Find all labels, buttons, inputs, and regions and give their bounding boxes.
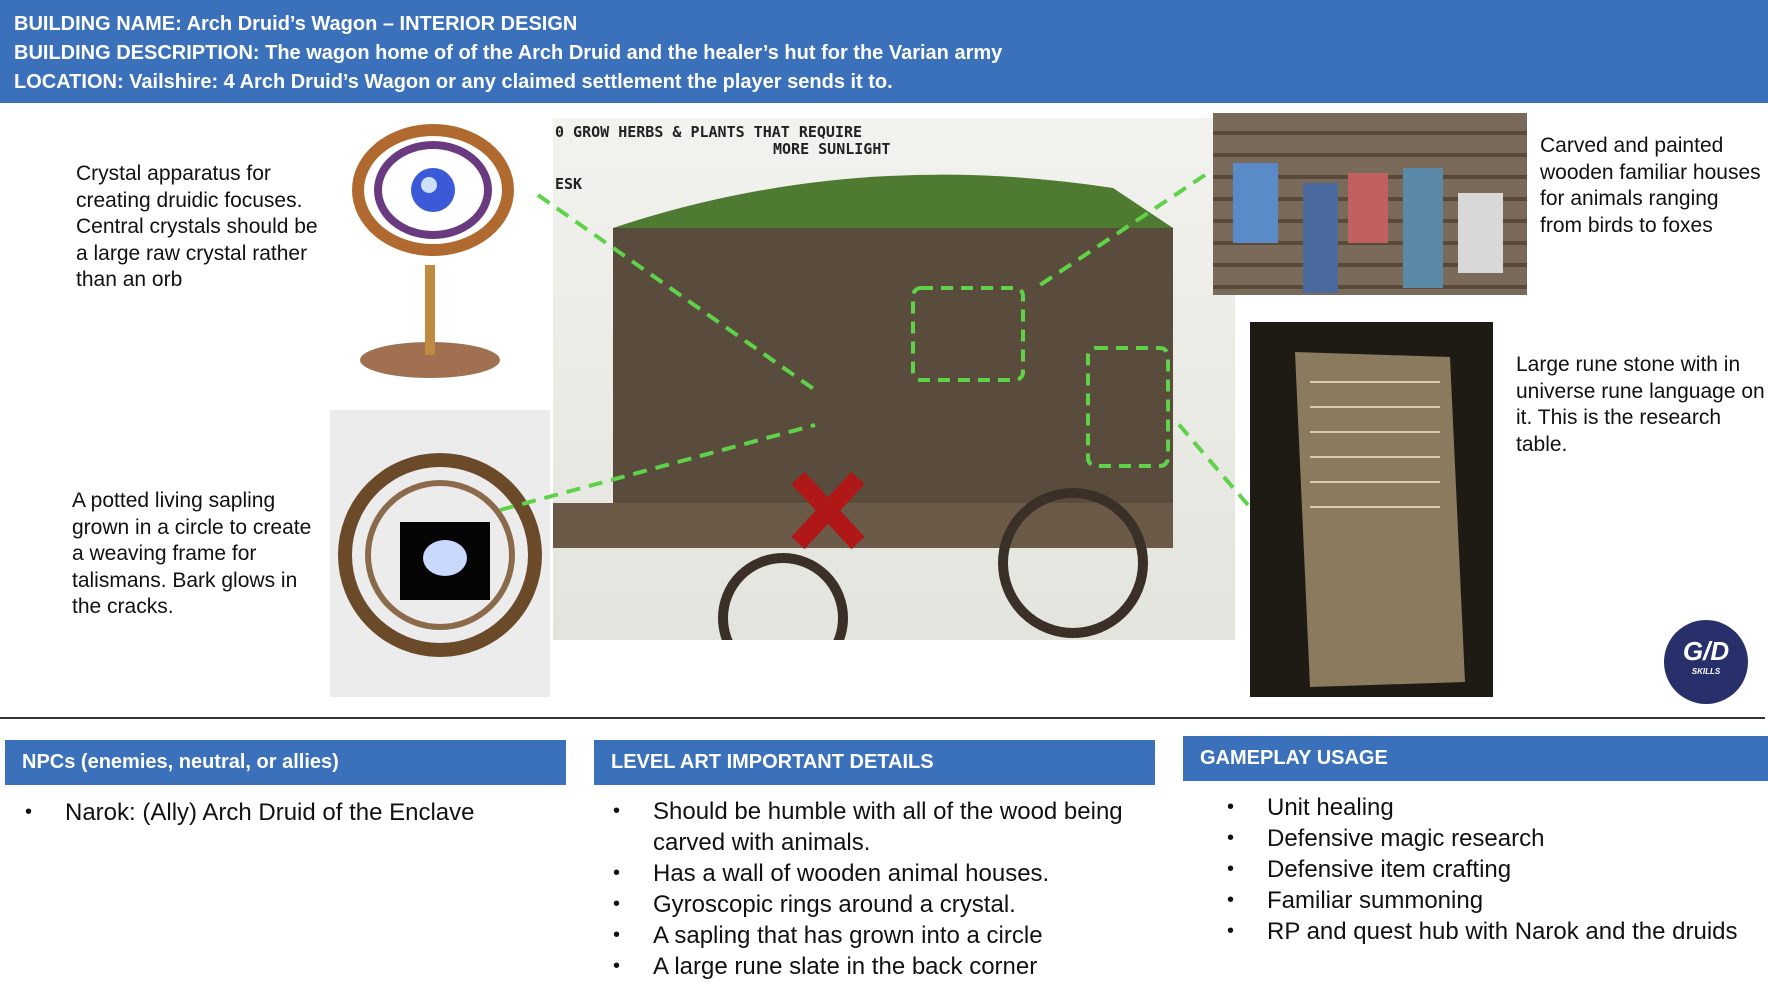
list-item: Should be humble with all of the wood be…: [613, 796, 1133, 858]
gd-skills-logo: G/D SKILLS: [1664, 620, 1748, 704]
npcs-list: Narok: (Ally) Arch Druid of the Enclave: [25, 797, 565, 828]
wagon-concept-sketch: 0 GROW HERBS & PLANTS THAT REQUIRE MORE …: [553, 118, 1235, 640]
crystal-description: Crystal apparatus for creating druidic f…: [76, 162, 318, 291]
list-item: Gyroscopic rings around a crystal.: [613, 889, 1133, 920]
npcs-section-header: NPCs (enemies, neutral, or allies): [5, 740, 566, 785]
list-item: Unit healing: [1227, 792, 1747, 823]
sketch-note-line2: MORE SUNLIGHT: [773, 140, 891, 158]
gameplay-list: Unit healing Defensive magic research De…: [1227, 792, 1747, 947]
list-item: Familiar summoning: [1227, 885, 1747, 916]
level-art-list: Should be humble with all of the wood be…: [613, 796, 1133, 982]
building-description: BUILDING DESCRIPTION: The wagon home of …: [14, 42, 1003, 64]
sapling-weaving-frame-image: [330, 410, 550, 697]
location: LOCATION: Vailshire: 4 Arch Druid’s Wago…: [14, 71, 893, 93]
building-name: BUILDING NAME: Arch Druid’s Wagon – INTE…: [14, 13, 578, 35]
sketch-label-desk: ESK: [555, 175, 583, 193]
sketch-note-line1: 0 GROW HERBS & PLANTS THAT REQUIRE: [555, 123, 863, 141]
gameplay-section-header: GAMEPLAY USAGE: [1183, 736, 1768, 781]
list-item: Has a wall of wooden animal houses.: [613, 858, 1133, 889]
list-item: RP and quest hub with Narok and the drui…: [1227, 916, 1747, 947]
armillary-crystal-image: [345, 115, 525, 390]
list-item: A large rune slate in the back corner: [613, 951, 1133, 982]
list-item: Defensive item crafting: [1227, 854, 1747, 885]
list-item: Narok: (Ally) Arch Druid of the Enclave: [25, 797, 565, 828]
divider: [0, 717, 1765, 719]
header-banner: BUILDING NAME: Arch Druid’s Wagon – INTE…: [0, 0, 1768, 103]
birdhouses-description: Carved and painted wooden familiar house…: [1540, 134, 1761, 237]
sapling-description: A potted living sapling grown in a circl…: [72, 489, 312, 618]
list-item: A sapling that has grown into a circle: [613, 920, 1133, 951]
rune-stone-description: Large rune stone with in universe rune l…: [1516, 353, 1765, 456]
rune-stone-image: [1250, 322, 1493, 697]
level-art-section-header: LEVEL ART IMPORTANT DETAILS: [594, 740, 1155, 785]
birdhouses-image: [1213, 113, 1527, 295]
list-item: Defensive magic research: [1227, 823, 1747, 854]
